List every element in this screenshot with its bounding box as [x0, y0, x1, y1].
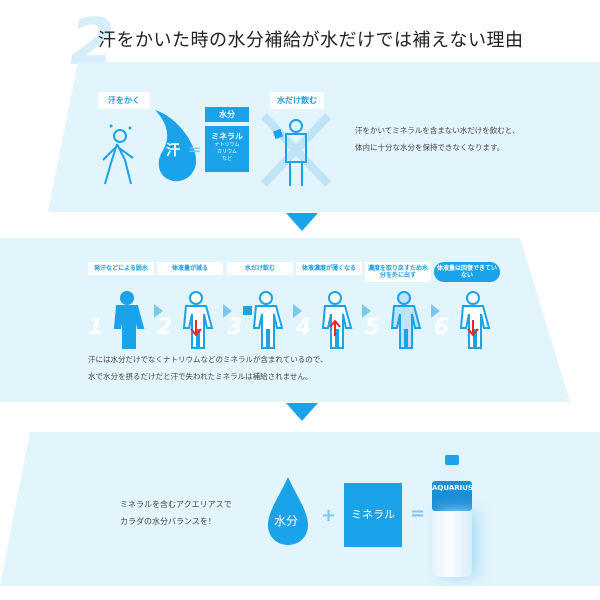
next-step-arrow-icon [431, 304, 440, 318]
panel2-description: 汗には水分だけでなくナトリウムなどのミネラルが含まれているので、 水で水分を摂る… [88, 351, 327, 385]
step-number: 3 [227, 315, 243, 340]
equals-sign: = [410, 503, 426, 524]
step-label: 水だけ飲む [227, 262, 293, 275]
step-number: 1 [88, 315, 104, 340]
step-person-icon [243, 291, 284, 349]
water-only-person-crossed-icon [261, 113, 331, 187]
mineral-label: ミネラル [211, 132, 243, 141]
description-line: 体内に十分な水分を保持できなくなります。 [355, 143, 505, 152]
next-step-arrow-icon [154, 304, 163, 318]
mineral-box: ミネラル [344, 483, 402, 547]
step-label: 体液量が減る [157, 262, 223, 275]
water-box: 水分 [205, 107, 249, 122]
next-step-arrow-icon [362, 304, 371, 318]
next-step-arrow-icon [293, 304, 302, 318]
mineral-example: など [221, 156, 232, 162]
panel3-description: ミネラルを含むアクエリアスで カラダの水分バランスを！ [120, 496, 232, 530]
panel-sweat-explanation [48, 62, 600, 212]
step-label: 発汗などによる脱水 [88, 262, 154, 275]
water-drop-icon [268, 477, 308, 545]
description-line: 汗をかいてミネラルを含まない水だけを飲むと、 [355, 126, 520, 135]
aquarius-bottle-image: AQUARIUS [432, 455, 473, 580]
description-line: 汗には水分だけでなくナトリウムなどのミネラルが含まれているので、 [88, 355, 328, 364]
description-line: ミネラルを含むアクエリアスで [120, 500, 232, 509]
step-person-icon [321, 291, 353, 349]
sweat-drop-label: 汗 [166, 143, 180, 159]
page-title: 汗をかいた時の水分補給が水だけでは補えない理由 [98, 30, 524, 51]
mineral-example: ナトリウム [214, 142, 240, 148]
plus-sign: + [321, 505, 337, 526]
step-label: 体液濃度が薄くなる [296, 262, 362, 275]
next-step-arrow-icon [223, 304, 232, 318]
tag-water-only: 水だけ飲む [270, 92, 324, 109]
mineral-example: カリウム [216, 149, 237, 155]
description-line: 水で水分を摂るだけだと汗で失われたミネラルは補給されません。 [88, 372, 313, 381]
sweat-drop-icon [155, 110, 197, 182]
panel1-description: 汗をかいてミネラルを含まない水だけを飲むと、 体内に十分な水分を保持できなくなり… [355, 122, 519, 156]
step-person-icon [459, 291, 491, 349]
step-number: 2 [157, 315, 173, 340]
step-number: 4 [296, 315, 312, 340]
step-number: 6 [434, 315, 450, 340]
walking-person-icon [102, 124, 134, 185]
mineral-box: ミネラル ナトリウム カリウム など [205, 126, 249, 172]
step-label: 体液量は回復できていない [434, 262, 500, 282]
description-line: カラダの水分バランスを！ [120, 517, 216, 526]
equals-sign: = [188, 140, 202, 159]
down-arrow-icon [286, 403, 318, 421]
water-drop-label: 水分 [274, 514, 299, 528]
step-number: 5 [365, 315, 381, 340]
down-arrow-icon [286, 213, 318, 231]
step-person-icon [113, 291, 145, 349]
step-person-icon [390, 291, 422, 349]
product-logo: AQUARIUS [432, 481, 473, 511]
step-person-icon [182, 291, 214, 349]
step-label: 濃度を取り戻すため水分を外に出す [365, 262, 431, 282]
tag-sweat: 汗をかく [98, 92, 150, 109]
